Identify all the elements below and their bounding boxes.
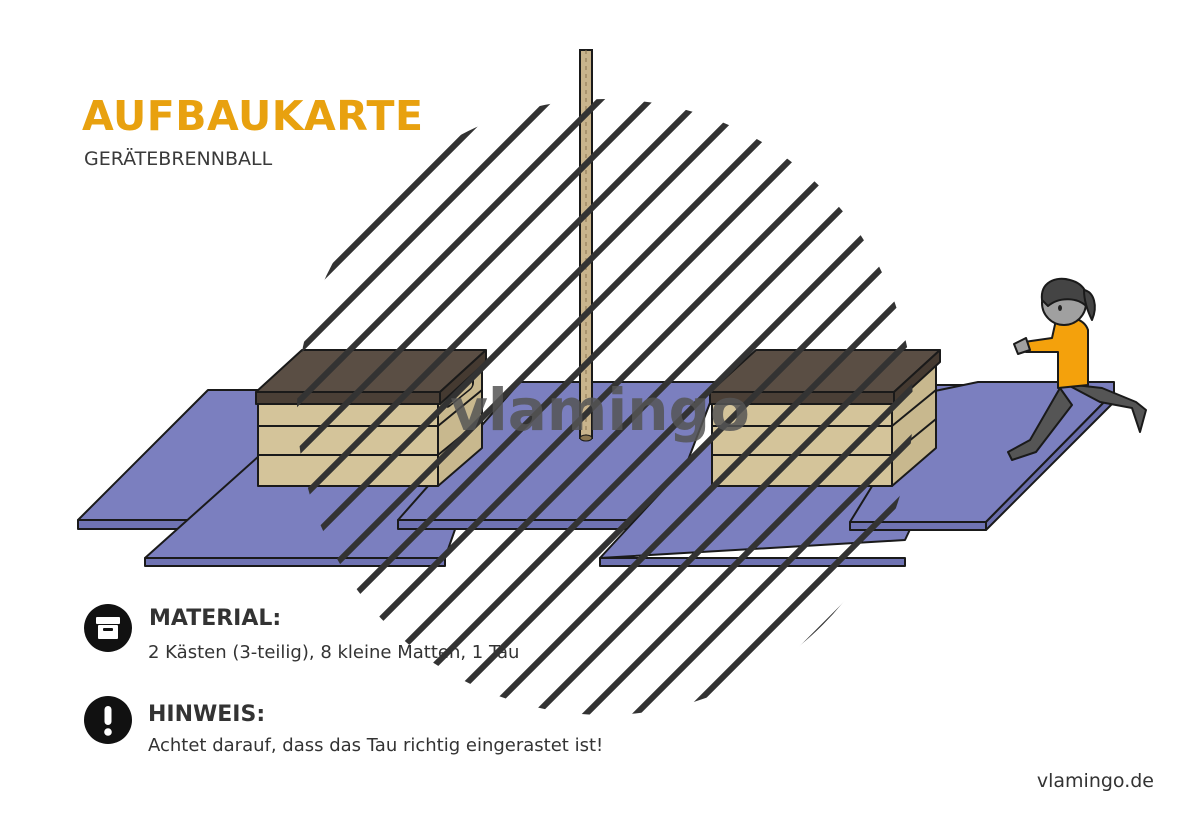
hint-heading: HINWEIS: [148,702,266,727]
hint-text: Achtet darauf, dass das Tau richtig eing… [148,735,604,756]
page-title: AUFBAUKARTE [82,92,424,140]
mat [144,557,446,567]
running-child [1007,277,1147,461]
material-text: 2 Kästen (3-teilig), 8 kleine Matten, 1 … [148,642,520,663]
box-icon [84,604,132,652]
material-heading: MATERIAL: [149,606,282,631]
page-subtitle: GERÄTEBRENNBALL [84,148,273,170]
mat [599,557,906,567]
watermark-logo: vlamingo [450,376,750,444]
exclamation-icon [84,696,132,744]
footer-site: vlamingo.de [1036,770,1154,792]
climbing-rope [579,49,593,442]
